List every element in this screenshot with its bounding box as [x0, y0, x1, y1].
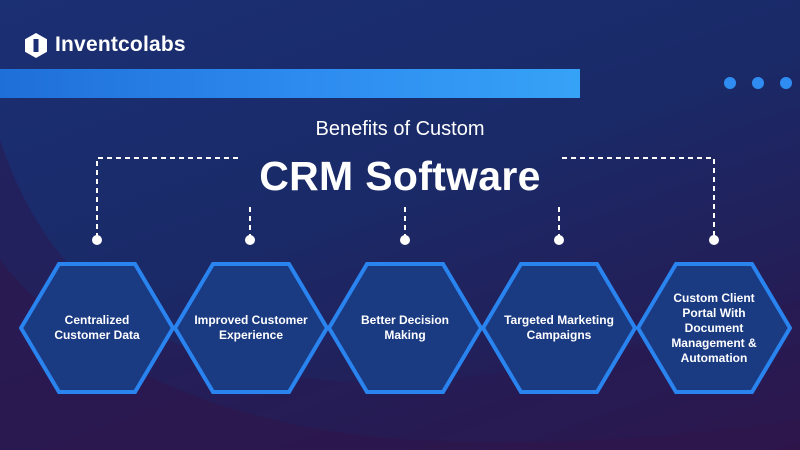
connector-node [400, 235, 410, 245]
hexagon-shape [481, 262, 637, 394]
benefit-label: Targeted Marketing Campaigns [504, 313, 614, 342]
benefit-label: Centralized Customer Data [54, 313, 140, 342]
dot-icon [724, 77, 736, 89]
hexagon-shape [173, 262, 329, 394]
connector-node [709, 235, 719, 245]
heading-subtitle: Benefits of Custom [315, 118, 485, 140]
dot-icon [752, 77, 764, 89]
benefit-hexagon-3: Better Decision Making [327, 262, 483, 394]
hexagon-i-logo-icon [25, 32, 47, 58]
connector-node [554, 235, 564, 245]
benefit-label: Improved Customer Experience [194, 313, 308, 342]
heading-title: CRM Software [259, 153, 541, 199]
hexagon-shape [636, 262, 792, 394]
benefit-hexagon-5: Custom Client Portal With Document Manag… [636, 262, 792, 394]
brand-name: Inventcolabs [55, 33, 186, 56]
benefit-label: Custom Client Portal With Document Manag… [671, 290, 757, 365]
connector-line-right [562, 157, 715, 238]
benefit-hexagon-4: Targeted Marketing Campaigns [481, 262, 637, 394]
connector-node [92, 235, 102, 245]
connector-node [245, 235, 255, 245]
hexagon-shape [327, 262, 483, 394]
more-menu-dots [724, 77, 792, 89]
benefit-hexagon-1: Centralized Customer Data [19, 262, 175, 394]
benefit-label: Better Decision Making [360, 313, 450, 342]
connector-line-left [96, 157, 238, 238]
accent-bar [0, 69, 580, 98]
dot-icon [780, 77, 792, 89]
hexagon-shape [19, 262, 175, 394]
brand-logo[interactable]: Inventcolabs [25, 30, 186, 60]
benefit-hexagon-2: Improved Customer Experience [173, 262, 329, 394]
